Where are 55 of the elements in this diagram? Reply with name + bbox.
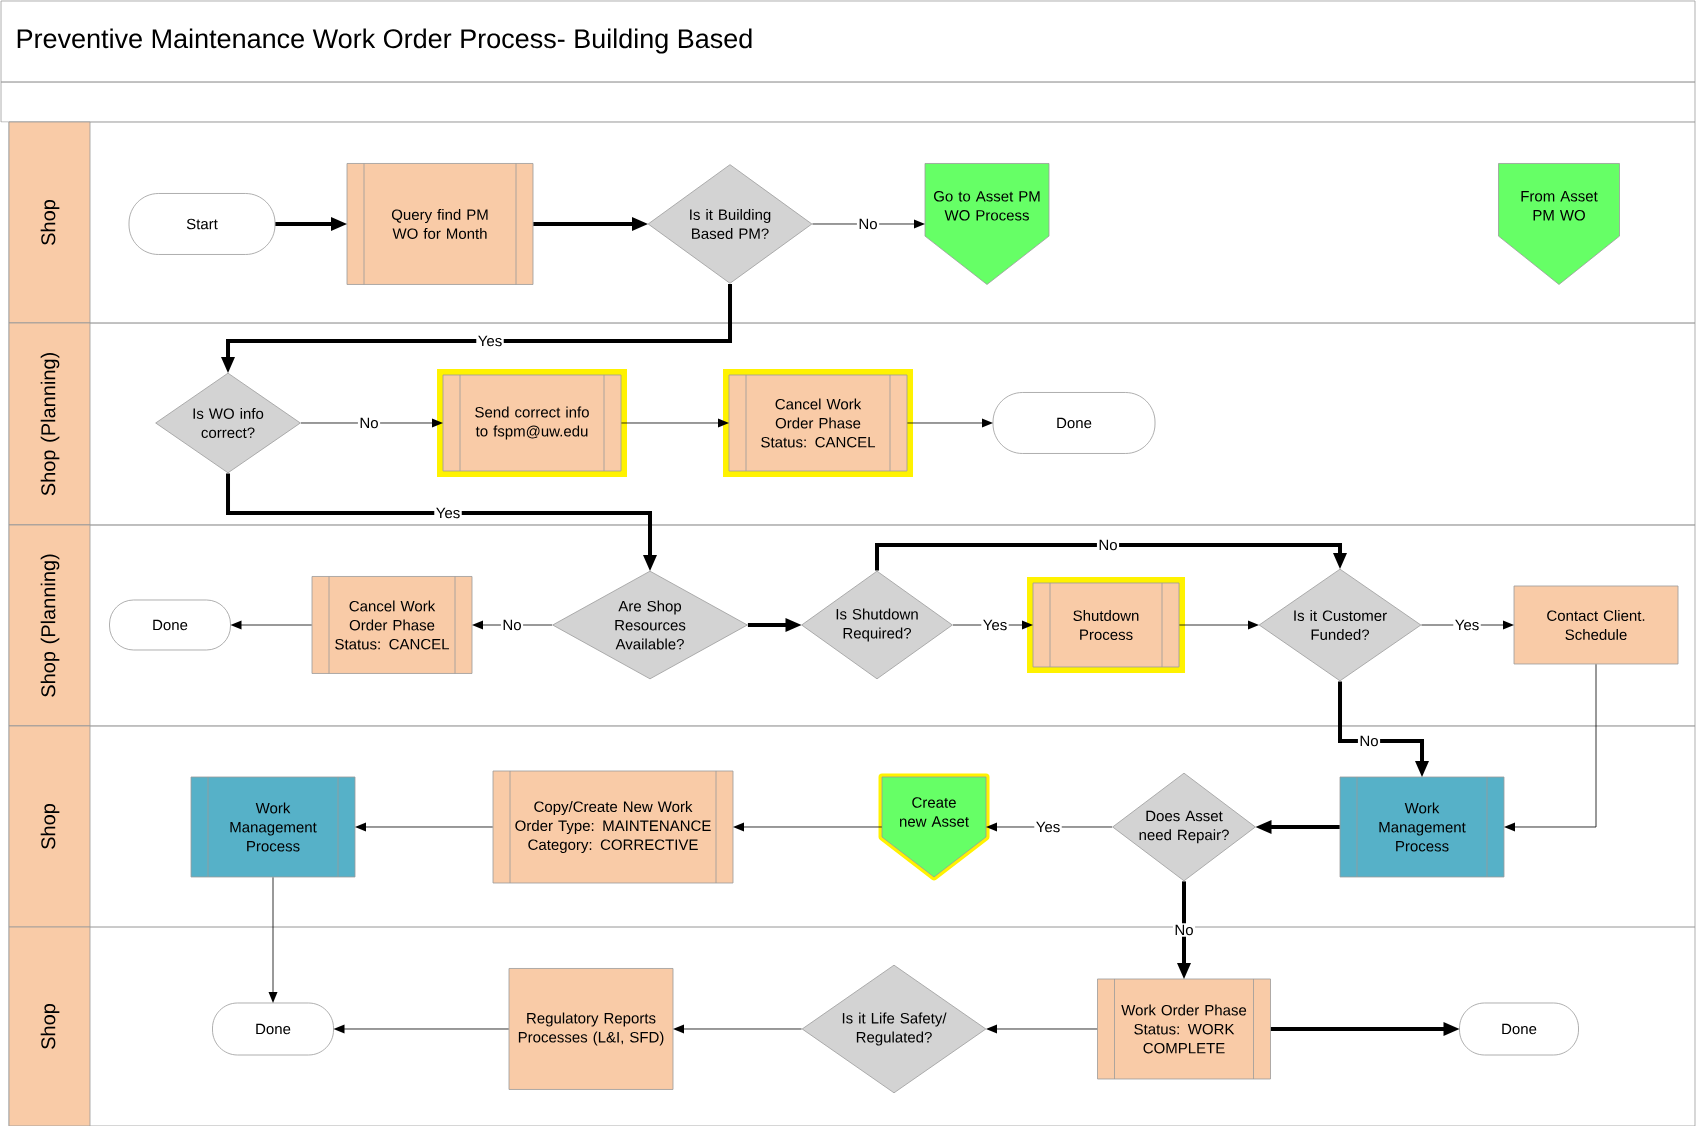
- arrow: [733, 822, 883, 832]
- edge-label: No: [500, 618, 524, 632]
- process-box: Copy/Create New Work Order Type: MAINTENANCE Category: CORRECTIVE: [492, 770, 734, 884]
- title-bar: Preventive Maintenance Work Order Process- Building Based: [0, 0, 1696, 83]
- arrow: [1270, 1022, 1460, 1036]
- edge-label: Yes: [1034, 820, 1062, 834]
- arrow: [472, 620, 553, 630]
- arrow: [986, 1024, 1098, 1034]
- edge-label: Yes: [476, 334, 504, 348]
- arrow: [226, 473, 657, 571]
- process-box: Regulatory Reports Processes (L&I, SFD): [508, 968, 674, 1090]
- edge-label: Yes: [434, 506, 462, 520]
- edge-label: No: [1172, 923, 1196, 937]
- arrow: [621, 418, 729, 428]
- arrow: [221, 283, 732, 373]
- arrow: [275, 217, 347, 231]
- arrow: [907, 418, 993, 428]
- edge-label: No: [1357, 734, 1381, 748]
- process-box: Work Management Process: [190, 776, 356, 878]
- arrow: [1255, 820, 1340, 834]
- process-box: Work Order Phase Status: WORK COMPLETE: [1097, 978, 1271, 1080]
- edge-label: Yes: [981, 618, 1009, 632]
- arrow: [673, 1024, 802, 1034]
- terminator: Done: [212, 1002, 334, 1056]
- process-box: Contact Client. Schedule: [1513, 585, 1679, 665]
- edge-label: Yes: [1453, 618, 1481, 632]
- arrow: [300, 418, 443, 428]
- edge-label: No: [357, 416, 381, 430]
- arrow: [1504, 664, 1597, 832]
- arrow: [875, 543, 1347, 571]
- arrow: [355, 822, 493, 832]
- terminator: Done: [109, 599, 231, 651]
- arrow: [533, 217, 648, 231]
- off-page-connector: Create new Asset: [878, 773, 990, 881]
- process-box: Cancel Work Order Phase Status: CANCEL: [723, 369, 913, 477]
- terminator: Done: [1459, 1002, 1579, 1056]
- terminator: Start: [128, 193, 276, 255]
- arrow: [812, 219, 925, 229]
- off-page-connector: From Asset PM WO: [1498, 163, 1620, 285]
- process-box: Shutdown Process: [1027, 577, 1185, 673]
- arrow: [333, 1024, 509, 1034]
- edge-label: No: [1096, 538, 1120, 552]
- arrow: [1177, 881, 1191, 979]
- off-page-connector: Go to Asset PM WO Process: [924, 163, 1050, 285]
- process-box: Send correct info to fspm@uw.edu: [437, 369, 627, 477]
- arrow: [268, 877, 278, 1003]
- arrow: [1179, 620, 1259, 630]
- terminator: Done: [992, 392, 1156, 454]
- arrow: [747, 618, 802, 632]
- arrow: [1338, 681, 1429, 777]
- process-box: Cancel Work Order Phase Status: CANCEL: [311, 576, 473, 674]
- edge-label: No: [856, 217, 880, 231]
- process-box: Query find PM WO for Month: [346, 163, 534, 285]
- process-box: Work Management Process: [1339, 776, 1505, 878]
- arrow: [230, 620, 312, 630]
